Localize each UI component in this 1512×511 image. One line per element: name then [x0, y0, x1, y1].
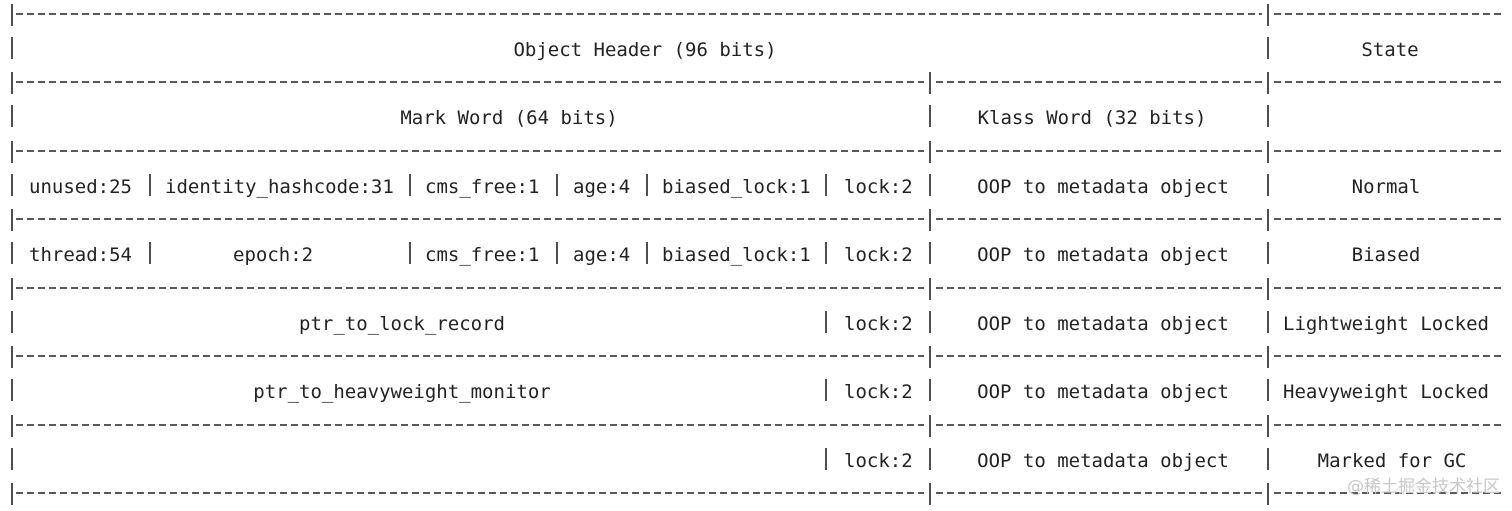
field-unused: unused:25 [29, 176, 132, 198]
field-lock: lock:2 [844, 313, 913, 335]
field-ptr-to-lock-record: ptr_to_lock_record [299, 313, 505, 335]
field-epoch: epoch:2 [233, 244, 313, 266]
klass-word-title: Klass Word (32 bits) [978, 107, 1207, 129]
state-marked-for-gc: Marked for GC [1318, 450, 1467, 472]
state-biased: Biased [1352, 244, 1421, 266]
mark-word-title: Mark Word (64 bits) [400, 107, 617, 129]
table-borders [11, 4, 1504, 505]
table-labels: Object Header (96 bits) State Mark Word … [29, 39, 1489, 472]
field-biased-lock: biased_lock:1 [662, 176, 811, 198]
state-normal: Normal [1352, 176, 1421, 198]
klass-value: OOP to metadata object [977, 450, 1229, 472]
field-lock: lock:2 [844, 176, 913, 198]
state-column-title: State [1361, 39, 1418, 61]
state-heavyweight-locked: Heavyweight Locked [1283, 381, 1489, 403]
field-lock: lock:2 [844, 450, 913, 472]
site-watermark: @稀土掘金技术社区 [1347, 477, 1500, 497]
klass-value: OOP to metadata object [977, 244, 1229, 266]
state-lightweight-locked: Lightweight Locked [1283, 313, 1489, 335]
field-cms-free: cms_free:1 [425, 244, 539, 266]
klass-value: OOP to metadata object [977, 313, 1229, 335]
klass-value: OOP to metadata object [977, 381, 1229, 403]
field-age: age:4 [573, 176, 630, 198]
field-cms-free: cms_free:1 [425, 176, 539, 198]
klass-value: OOP to metadata object [977, 176, 1229, 198]
field-identity-hashcode: identity_hashcode:31 [165, 176, 394, 198]
field-ptr-to-heavyweight-monitor: ptr_to_heavyweight_monitor [253, 381, 550, 403]
field-lock: lock:2 [844, 244, 913, 266]
field-lock: lock:2 [844, 381, 913, 403]
object-header-title: Object Header (96 bits) [513, 39, 776, 61]
field-age: age:4 [573, 244, 630, 266]
field-thread: thread:54 [29, 244, 132, 266]
field-biased-lock: biased_lock:1 [662, 244, 811, 266]
